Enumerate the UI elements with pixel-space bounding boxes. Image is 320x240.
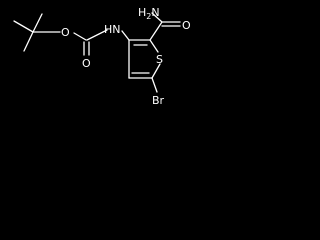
atom-carbonyl-oxygen: O — [82, 57, 91, 70]
bond-ring-s-c5 — [151, 63, 161, 79]
bond-c2-to-amide — [149, 21, 163, 41]
atom-amide-oxygen: O — [182, 19, 191, 32]
bond-c5-to-br — [151, 77, 158, 93]
atom-bromine: Br — [152, 94, 165, 107]
bond-tbu-methyl-1 — [13, 20, 34, 33]
bond-nh-to-ring — [121, 30, 130, 41]
atom-carbamate-nh: HN — [104, 23, 121, 36]
atom-amine-n: H2N — [138, 6, 160, 21]
bond-tbu-methyl-2 — [23, 31, 34, 52]
bond-o-to-carbonyl — [73, 32, 87, 41]
molecule-structure: H2N O HN O O S Br — [13, 6, 191, 107]
atom-ester-oxygen: O — [61, 26, 70, 39]
bond-ring-c2-s — [149, 39, 159, 53]
bond-amide-to-n — [151, 12, 163, 23]
atom-ring-sulfur: S — [156, 53, 163, 66]
bond-tbu-methyl-3 — [32, 13, 43, 33]
bond-carbonyl-to-nh — [86, 29, 108, 41]
